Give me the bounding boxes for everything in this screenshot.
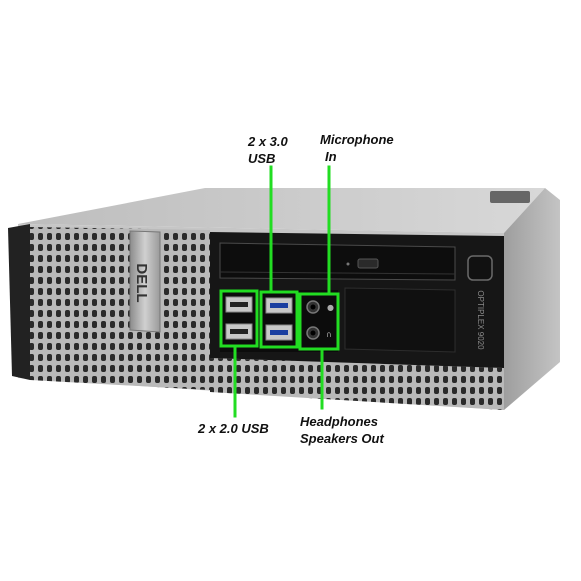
headphone-icon: ∩ (326, 330, 332, 339)
optical-drive-seam (219, 271, 456, 275)
optical-drive (219, 242, 456, 281)
usb-3-port-bottom-tongue (270, 330, 288, 335)
dell-logo-badge (129, 230, 161, 333)
case-top-handle (490, 191, 530, 203)
callout-headphones-line1: Headphones (300, 414, 379, 429)
callout-usb-2-label: 2 x 2.0 USB (198, 421, 269, 436)
callout-microphone: Microphone In (320, 131, 394, 165)
dell-logo-text: DELL (133, 263, 150, 302)
highlight-boxes (219, 289, 340, 351)
usb-3-ports (265, 297, 293, 341)
callout-microphone-line1: Microphone (320, 132, 394, 147)
callout-headphones-line2: Speakers Out (300, 431, 384, 446)
front-grille-bottom (210, 358, 504, 410)
power-button[interactable] (467, 255, 493, 281)
usb-2-ports (225, 296, 253, 340)
usb-2-port-bottom-tongue (230, 329, 248, 334)
highlight-usb-3 (259, 290, 299, 349)
microphone-jack-hole (310, 304, 316, 310)
optical-drive-led (346, 262, 350, 266)
callout-usb-3: 2 x 3.0 USB (248, 133, 288, 167)
microphone-icon: ● (327, 303, 334, 312)
optical-drive-eject-button[interactable] (357, 258, 379, 269)
callout-usb-3-line1: 2 x 3.0 (248, 134, 288, 149)
highlight-usb-2 (219, 289, 259, 348)
model-label: OPTIPLEX 9020 (476, 290, 485, 350)
case-right-side (504, 188, 560, 410)
usb-3-port-top-tongue (270, 303, 288, 308)
case-left-edge (8, 224, 30, 380)
callout-headphones: Headphones Speakers Out (300, 413, 384, 447)
audio-jacks: ● ∩ (306, 300, 334, 340)
highlight-audio (298, 292, 340, 351)
case-top (18, 188, 545, 233)
lower-bay (344, 287, 456, 353)
callout-microphone-line2: In (325, 149, 337, 164)
callout-usb-2: 2 x 2.0 USB (198, 420, 269, 437)
headphone-jack-hole (310, 330, 316, 336)
front-grille-left (30, 227, 210, 390)
usb-2-port-top-tongue (230, 302, 248, 307)
leader-lines (233, 165, 331, 418)
callout-usb-3-line2: USB (248, 151, 276, 166)
